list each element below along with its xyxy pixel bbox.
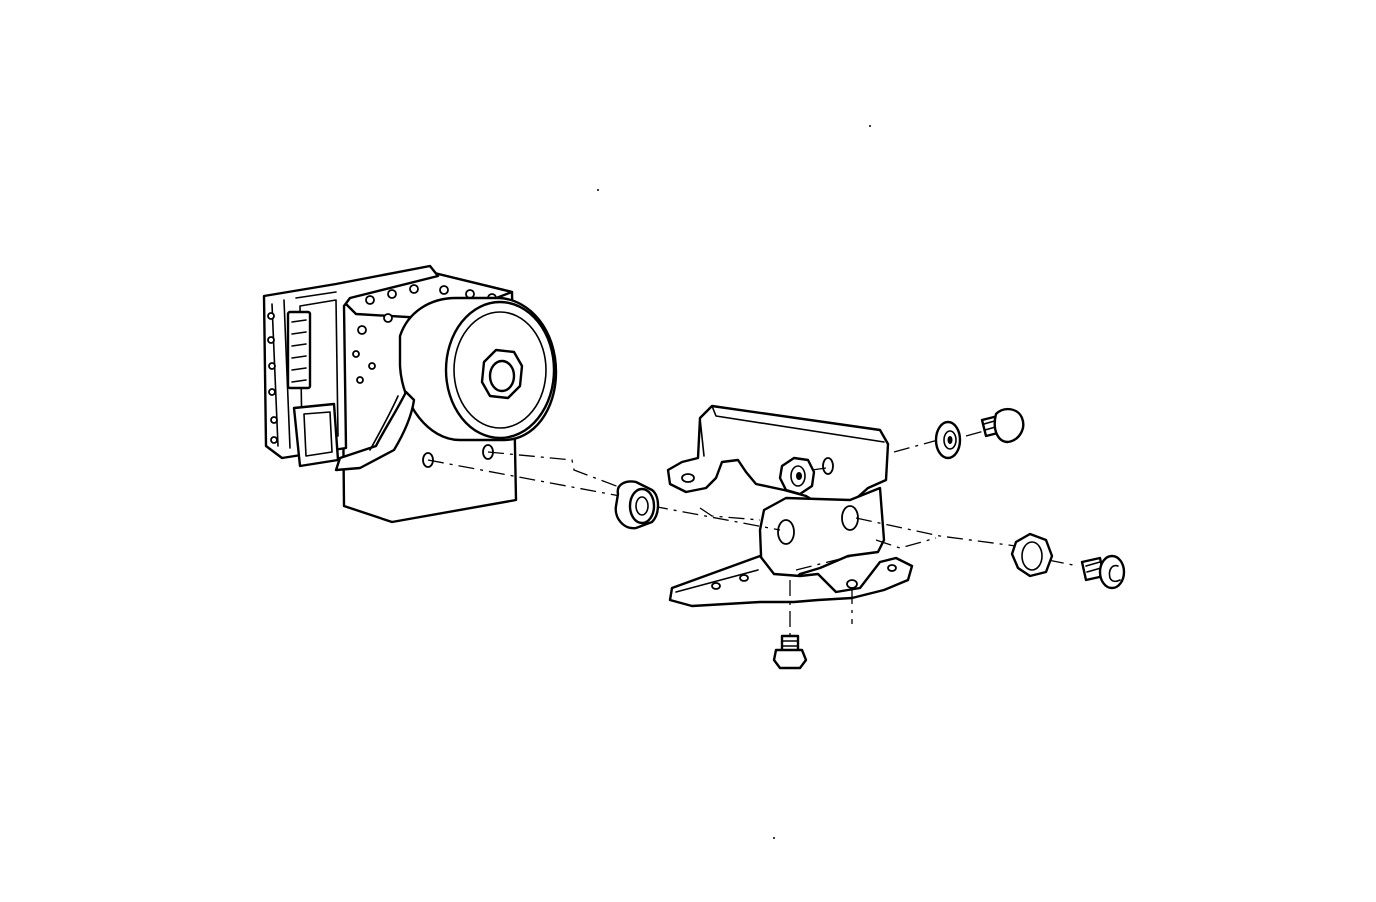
bolt <box>1080 554 1126 590</box>
bolt <box>772 634 808 670</box>
speck <box>869 125 871 127</box>
nut <box>778 456 816 496</box>
hydraulic-unit <box>262 264 558 524</box>
washer <box>934 420 962 460</box>
rubber-mount <box>614 480 660 530</box>
alignment-lines <box>427 429 1079 636</box>
mounting-bracket <box>666 404 914 608</box>
speck <box>773 837 775 839</box>
bolt <box>980 407 1025 444</box>
nut <box>1010 532 1054 578</box>
pump-motor <box>334 296 558 472</box>
speck <box>597 189 599 191</box>
